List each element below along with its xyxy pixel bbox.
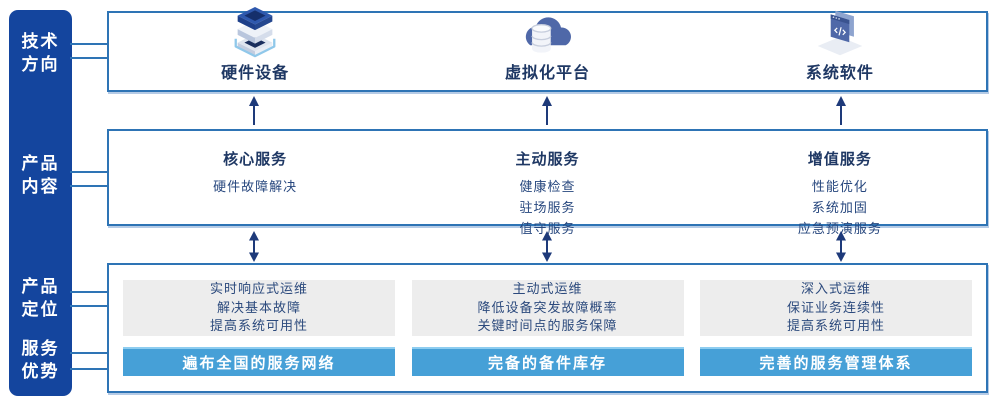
sidebar-label-line: 方向	[21, 55, 60, 74]
positioning-column-realtime: 实时响应式运维 解决基本故障 提高系统可用性 遍布全国的服务网络	[123, 280, 395, 376]
service-item: 系统加固	[811, 200, 868, 215]
service-title: 主动服务	[515, 151, 580, 168]
tech-direction-box: 硬件设备 虚拟化平台	[107, 7, 988, 92]
advantage-bar: 遍布全国的服务网络	[123, 346, 395, 376]
service-column-value-added: 增值服务 性能优化 系统加固 应急预演服务	[694, 131, 986, 236]
double-arrow	[836, 231, 846, 262]
positioning-line: 解决基本故障	[216, 299, 301, 315]
up-arrow	[836, 96, 846, 125]
sidebar-label-product-positioning: 产品 定位	[9, 275, 72, 321]
advantage-bar: 完备的备件库存	[411, 346, 684, 376]
positioning-column-deep: 深入式运维 保证业务连续性 提高系统可用性 完善的服务管理体系	[700, 280, 972, 376]
up-arrow	[542, 96, 552, 125]
hardware-stack-icon	[226, 7, 284, 58]
service-item: 性能优化	[811, 179, 868, 194]
tech-cell-hardware: 硬件设备	[109, 7, 401, 90]
service-title: 增值服务	[807, 151, 872, 168]
double-arrow	[249, 231, 259, 262]
advantage-bar: 完善的服务管理体系	[700, 346, 972, 376]
tech-label: 系统软件	[805, 65, 874, 82]
service-item: 健康检查	[519, 179, 576, 194]
sidebar-label-tech-direction: 技术 方向	[9, 30, 72, 76]
tech-label: 虚拟化平台	[504, 65, 590, 82]
connector-line	[70, 43, 108, 45]
service-item: 驻场服务	[519, 200, 576, 215]
connector-line	[70, 57, 108, 59]
service-column-proactive: 主动服务 健康检查 驻场服务 值守服务	[401, 131, 693, 236]
connector-line	[70, 171, 108, 173]
connector-line	[70, 291, 108, 293]
positioning-panel: 实时响应式运维 解决基本故障 提高系统可用性	[123, 280, 395, 336]
tech-cell-system-software: 系统软件	[694, 10, 986, 90]
sidebar-label-service-advantage: 服务 优势	[9, 337, 72, 383]
sidebar-label-line: 内容	[21, 177, 60, 196]
service-item: 硬件故障解决	[213, 179, 298, 194]
positioning-line: 降低设备突发故障概率	[477, 299, 618, 315]
service-item: 应急预演服务	[797, 221, 882, 236]
service-column-core: 核心服务 硬件故障解决	[109, 131, 401, 224]
connector-line	[70, 368, 108, 370]
positioning-column-proactive: 主动式运维 降低设备突发故障概率 关键时间点的服务保障 完备的备件库存	[411, 280, 684, 376]
connector-line	[70, 185, 108, 187]
service-item: 值守服务	[519, 221, 576, 236]
sidebar-label-line: 产品	[21, 277, 60, 296]
sidebar-label-line: 优势	[21, 362, 60, 381]
connector-line	[70, 305, 108, 307]
tech-cell-virtualization: 虚拟化平台	[401, 13, 693, 90]
code-window-icon	[812, 8, 868, 58]
category-sidebar: 技术 方向 产品 内容 产品 定位 服务 优势	[9, 10, 72, 396]
positioning-line: 深入式运维	[800, 281, 871, 296]
positioning-line: 保证业务连续性	[786, 299, 885, 315]
positioning-line: 主动式运维	[512, 281, 583, 296]
positioning-panel: 主动式运维 降低设备突发故障概率 关键时间点的服务保障	[411, 280, 684, 336]
up-arrow	[249, 96, 259, 125]
tech-label: 硬件设备	[221, 65, 290, 82]
positioning-line: 提高系统可用性	[786, 318, 885, 333]
sidebar-label-line: 产品	[21, 154, 60, 173]
positioning-advantage-box: 实时响应式运维 解决基本故障 提高系统可用性 遍布全国的服务网络 主动式运维 降…	[107, 263, 988, 393]
sidebar-label-line: 技术	[21, 32, 60, 51]
cloud-database-icon	[519, 10, 575, 58]
sidebar-label-line: 定位	[21, 300, 60, 319]
sidebar-label-line: 服务	[21, 339, 60, 358]
positioning-line: 关键时间点的服务保障	[477, 318, 618, 333]
service-title: 核心服务	[223, 151, 288, 168]
connector-line	[70, 352, 108, 354]
positioning-line: 实时响应式运维	[209, 281, 308, 296]
double-arrow	[542, 231, 552, 262]
product-content-box: 核心服务 硬件故障解决 主动服务 健康检查 驻场服务 值守服务 增值服务 性能优…	[107, 129, 988, 236]
sidebar-label-product-content: 产品 内容	[9, 152, 72, 198]
positioning-panel: 深入式运维 保证业务连续性 提高系统可用性	[700, 280, 972, 336]
positioning-line: 提高系统可用性	[209, 318, 308, 333]
